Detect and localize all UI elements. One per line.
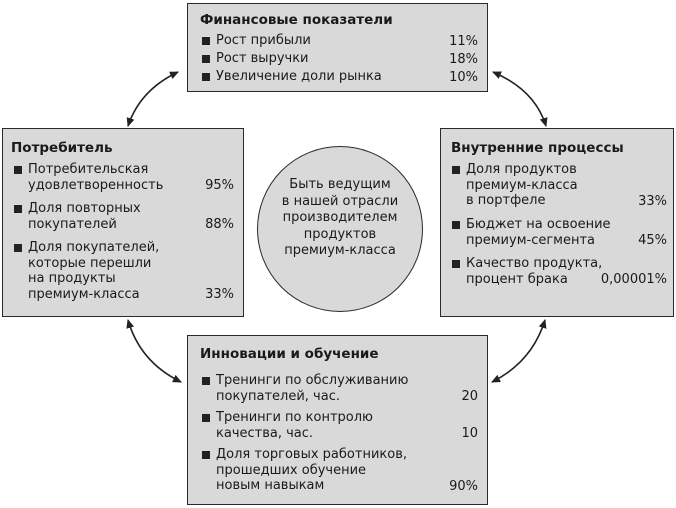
- item-value: 88%: [205, 216, 234, 232]
- bullet-icon: [202, 73, 210, 81]
- bullet-icon: [202, 377, 210, 385]
- item-label: премиум-класса: [28, 286, 140, 302]
- customer-title: Потребитель: [11, 140, 113, 156]
- customer-item: Доля покупателей, которые перешли на про…: [14, 240, 234, 302]
- item-label: Рост прибыли: [216, 33, 311, 48]
- internal-item: Доля продуктов премиум-класса в портфеле…: [452, 162, 667, 209]
- finance-item: Увеличение доли рынка 10%: [202, 69, 478, 85]
- finance-item: Рост выручки 18%: [202, 51, 478, 67]
- bullet-icon: [202, 414, 210, 422]
- item-label: удовлетворенность: [28, 177, 164, 193]
- item-value: 10%: [449, 69, 478, 85]
- item-label: Рост выручки: [216, 51, 309, 66]
- item-label: которые перешли: [28, 255, 152, 271]
- item-label: премиум-сегмента: [466, 232, 596, 248]
- finance-box: Финансовые показатели Рост прибыли 11% Р…: [187, 3, 488, 92]
- item-value: 10: [461, 425, 478, 441]
- bullet-icon: [14, 166, 22, 174]
- learning-item: Доля торговых работников, прошедших обуч…: [202, 447, 478, 494]
- item-label: Увеличение доли рынка: [216, 69, 382, 84]
- arrow-finance-customer: [126, 71, 179, 127]
- goal-line: продуктов: [303, 226, 377, 242]
- item-label: Потребительская: [28, 162, 149, 177]
- item-label: Качество продукта,: [466, 256, 603, 271]
- internal-item: Бюджет на освоение премиум-сегмента 45%: [452, 217, 667, 248]
- item-label: Доля повторных: [28, 201, 141, 216]
- bullet-icon: [202, 37, 210, 45]
- item-label: процент брака: [466, 271, 568, 287]
- item-value: 45%: [638, 232, 667, 248]
- item-value: 33%: [638, 193, 667, 209]
- item-label: Бюджет на освоение: [466, 217, 611, 232]
- item-label: Доля торговых работников,: [216, 447, 407, 462]
- learning-title: Инновации и обучение: [200, 346, 379, 362]
- item-label: Доля продуктов: [466, 162, 577, 177]
- customer-item: Доля повторных покупателей 88%: [14, 201, 234, 232]
- bullet-icon: [14, 244, 22, 252]
- item-label: Тренинги по обслуживанию: [216, 373, 409, 388]
- item-label: покупателей, час.: [216, 388, 340, 404]
- finance-item: Рост прибыли 11%: [202, 33, 478, 49]
- bullet-icon: [452, 260, 460, 268]
- item-value: 95%: [205, 177, 234, 193]
- strategy-goal-circle: Быть ведущим в нашей отрасли производите…: [257, 146, 423, 312]
- item-value: 20: [461, 388, 478, 404]
- internal-title: Внутренние процессы: [451, 140, 624, 156]
- learning-item: Тренинги по контролю качества, час. 10: [202, 410, 478, 441]
- item-label: Тренинги по контролю: [216, 410, 373, 425]
- internal-item: Качество продукта, процент брака 0,00001…: [452, 256, 667, 287]
- bullet-icon: [202, 55, 210, 63]
- item-label: премиум-класса: [466, 177, 578, 193]
- customer-box: Потребитель Потребительская удовлетворен…: [2, 128, 244, 317]
- item-label: на продукты: [28, 271, 116, 286]
- arrow-customer-learning: [126, 319, 182, 383]
- item-value: 33%: [205, 286, 234, 302]
- item-value: 18%: [449, 51, 478, 67]
- item-label: покупателей: [28, 216, 117, 232]
- goal-line: производителем: [282, 210, 398, 225]
- item-value: 11%: [449, 33, 478, 49]
- bullet-icon: [14, 205, 22, 213]
- bullet-icon: [452, 221, 460, 229]
- goal-line: в нашей отрасли: [281, 193, 399, 209]
- learning-item: Тренинги по обслуживанию покупателей, ча…: [202, 373, 478, 404]
- item-label: прошедших обучение: [216, 462, 367, 478]
- item-label: в портфеле: [466, 193, 546, 208]
- goal-line: Быть ведущим: [289, 177, 391, 192]
- item-label: Доля покупателей,: [28, 240, 160, 255]
- bullet-icon: [452, 166, 460, 174]
- goal-line: премиум-класса: [284, 243, 396, 258]
- item-label: качества, час.: [216, 425, 314, 441]
- customer-item: Потребительская удовлетворенность 95%: [14, 162, 234, 193]
- item-value: 90%: [449, 478, 478, 494]
- bullet-icon: [202, 451, 210, 459]
- internal-box: Внутренние процессы Доля продуктов преми…: [440, 128, 674, 317]
- arrow-finance-internal: [492, 71, 548, 127]
- finance-title: Финансовые показатели: [200, 12, 393, 28]
- arrow-internal-learning: [491, 319, 547, 383]
- learning-box: Инновации и обучение Тренинги по обслужи…: [187, 335, 488, 505]
- item-value: 0,00001%: [600, 271, 667, 287]
- item-label: новым навыкам: [216, 478, 325, 493]
